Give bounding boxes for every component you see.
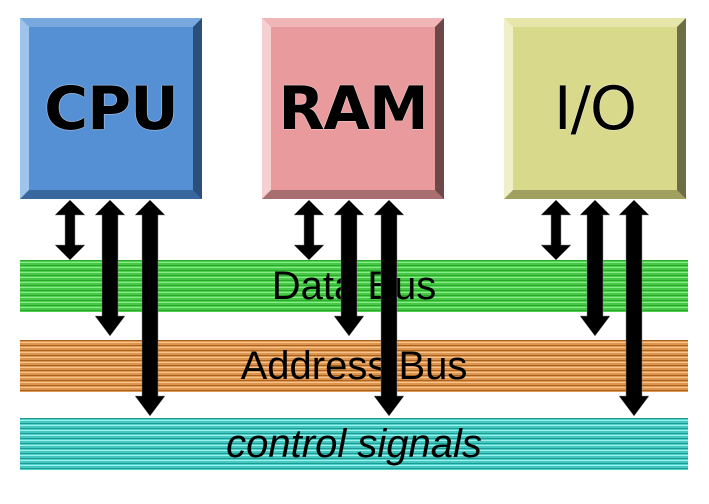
data-bus-label: Data Bus	[271, 264, 437, 308]
io-block: I/O	[504, 18, 686, 199]
io-label: I/O	[553, 73, 637, 144]
cpu-label: CPU	[44, 73, 179, 144]
data-bus: Data Bus	[20, 260, 688, 312]
ram-label: RAM	[278, 73, 428, 144]
address-bus: Address Bus	[20, 340, 688, 392]
cpu-data-bus-double-arrow	[54, 199, 86, 261]
io-data-bus-double-arrow	[540, 199, 572, 261]
ram-data-bus-double-arrow	[293, 199, 325, 261]
address-bus-label: Address Bus	[240, 344, 468, 388]
cpu-block: CPU	[20, 18, 202, 199]
ram-block: RAM	[262, 18, 444, 199]
control-bus-label: control signals	[226, 422, 482, 466]
control-bus: control signals	[20, 418, 688, 470]
